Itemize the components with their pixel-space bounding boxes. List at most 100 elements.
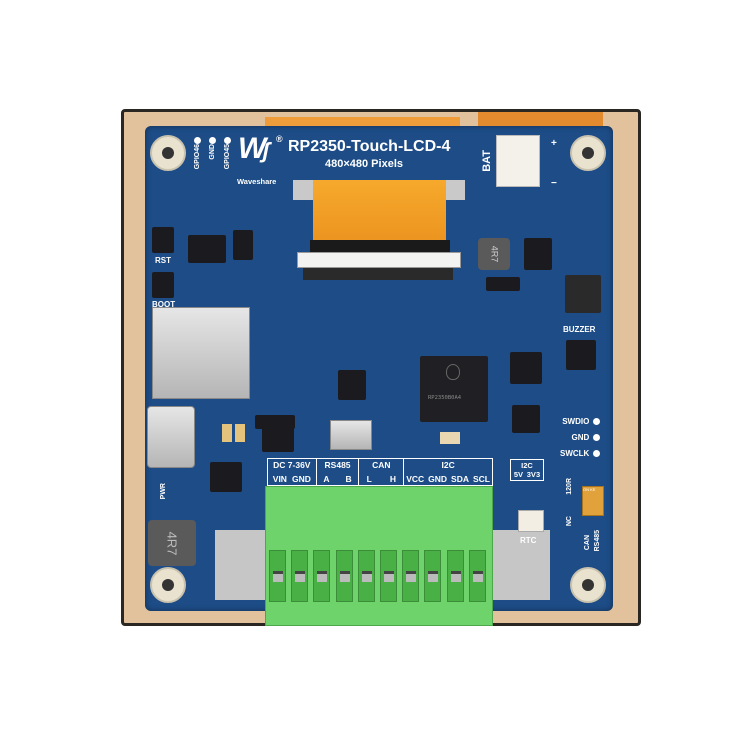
rtc-battery-connector[interactable] <box>518 510 544 532</box>
buzzer <box>565 275 601 313</box>
terminal-screw[interactable] <box>335 550 353 602</box>
pin-label: B <box>345 474 352 484</box>
pin-label: SCL <box>473 474 490 484</box>
terminal-screw[interactable] <box>446 550 464 602</box>
regulator-chip <box>188 235 226 263</box>
group-title: DC 7-36V <box>273 460 311 470</box>
inductor: 4R7 <box>148 520 196 566</box>
crystal <box>440 432 460 444</box>
i2c-select-title: I2C <box>521 461 533 470</box>
ic-chip <box>566 340 596 370</box>
bat-plus-label: + <box>551 138 557 149</box>
option-5v: 5V <box>513 470 524 479</box>
swclk-pin: SWCLK <box>560 449 601 458</box>
pin-label: VCC <box>406 474 425 484</box>
capacitor <box>222 424 232 442</box>
pin-gnd: GND <box>209 137 216 169</box>
terminal-screw[interactable] <box>357 550 375 602</box>
battery-connector <box>496 135 540 187</box>
boot-button[interactable] <box>152 272 174 298</box>
ribbon-latch <box>310 240 450 252</box>
metal-backplate <box>492 530 550 600</box>
120r-label: 120R <box>566 478 573 495</box>
pin-label: H <box>389 474 396 484</box>
mounting-hole <box>150 567 186 603</box>
terminal-group-power: DC 7-36V VIN GND <box>268 459 317 485</box>
registered-mark: ® <box>276 134 283 144</box>
mounting-hole <box>570 567 606 603</box>
sd-card-slot[interactable] <box>152 307 250 399</box>
group-title: CAN <box>372 460 391 470</box>
pin-label: SWDIO <box>562 417 590 426</box>
diode <box>486 277 520 291</box>
pin-label: SDA <box>451 474 469 484</box>
gpio-header: GPIO46 GND GPIO45 <box>194 137 231 169</box>
metal-backplate <box>215 530 267 600</box>
fpc-connector-base <box>303 268 453 280</box>
gnd-pin: GND <box>572 433 601 442</box>
pin-label: A <box>323 474 330 484</box>
pin-label: GPIO45 <box>224 144 231 170</box>
pin-label: SWCLK <box>560 449 590 458</box>
mounting-hole <box>570 135 606 171</box>
fpc-connector <box>297 252 461 268</box>
pwr-label: PWR <box>160 483 167 500</box>
dip-label: ON KE <box>583 487 596 492</box>
flex-cable-top-right <box>478 112 603 128</box>
terminal-screw[interactable] <box>269 550 286 602</box>
pin-label: GND <box>209 144 216 160</box>
mounting-hole <box>150 135 186 171</box>
pin-gpio45: GPIO45 <box>224 137 231 169</box>
brand-name: Waveshare <box>237 177 277 186</box>
bat-minus-label: − <box>551 178 557 189</box>
swd-pins: SWDIO GND SWCLK <box>560 417 601 458</box>
lcd-ribbon-cable <box>313 180 446 240</box>
inductor: 4R7 <box>478 238 510 270</box>
terminal-screw[interactable] <box>468 550 486 602</box>
ic-chip <box>524 238 552 270</box>
pin-pad <box>224 137 231 144</box>
terminal-screw[interactable] <box>380 550 397 602</box>
inductor-label: 4R7 <box>164 531 180 555</box>
dip-switch[interactable]: ON KE <box>582 486 604 516</box>
raspberry-logo <box>446 364 460 380</box>
usb-c-port[interactable] <box>147 406 195 468</box>
chip-marking: RP2350B0A4 <box>428 395 462 401</box>
board-title: RP2350-Touch-LCD-4 <box>288 138 451 155</box>
pin-label: L <box>366 474 372 484</box>
can-label: CAN <box>584 535 591 551</box>
rst-label: RST <box>155 256 171 265</box>
diode <box>255 415 295 429</box>
group-title: RS485 <box>324 460 351 470</box>
inductor-label: 4R7 <box>488 245 499 263</box>
swdio-pin: SWDIO <box>562 417 601 426</box>
terminal-screw[interactable] <box>402 550 420 602</box>
terminal-screw[interactable] <box>424 550 442 602</box>
ic-chip <box>233 230 253 260</box>
group-title: I2C <box>441 460 455 470</box>
pin-label: GPIO46 <box>194 144 201 170</box>
board-subtitle: 480×480 Pixels <box>325 158 403 170</box>
rtc-label: RTC <box>520 536 537 545</box>
pin-label: VIN <box>272 474 287 484</box>
buzzer-label: BUZZER <box>563 325 596 334</box>
bat-label: BAT <box>481 150 493 172</box>
capacitor <box>235 424 245 442</box>
pin-gpio46: GPIO46 <box>194 137 201 169</box>
pin-pad <box>593 450 601 457</box>
pin-pad <box>209 137 216 144</box>
ic-chip <box>210 462 242 492</box>
pin-label: GND <box>428 474 448 484</box>
ic-chip <box>338 370 366 400</box>
reset-button[interactable] <box>152 227 174 253</box>
terminal-screw[interactable] <box>313 550 331 602</box>
boot-label: BOOT <box>152 300 176 309</box>
terminal-screw[interactable] <box>291 550 309 602</box>
waveshare-logo: Wʃ <box>238 132 269 165</box>
pin-label: GND <box>291 474 311 484</box>
nc-label: NC <box>566 516 573 527</box>
